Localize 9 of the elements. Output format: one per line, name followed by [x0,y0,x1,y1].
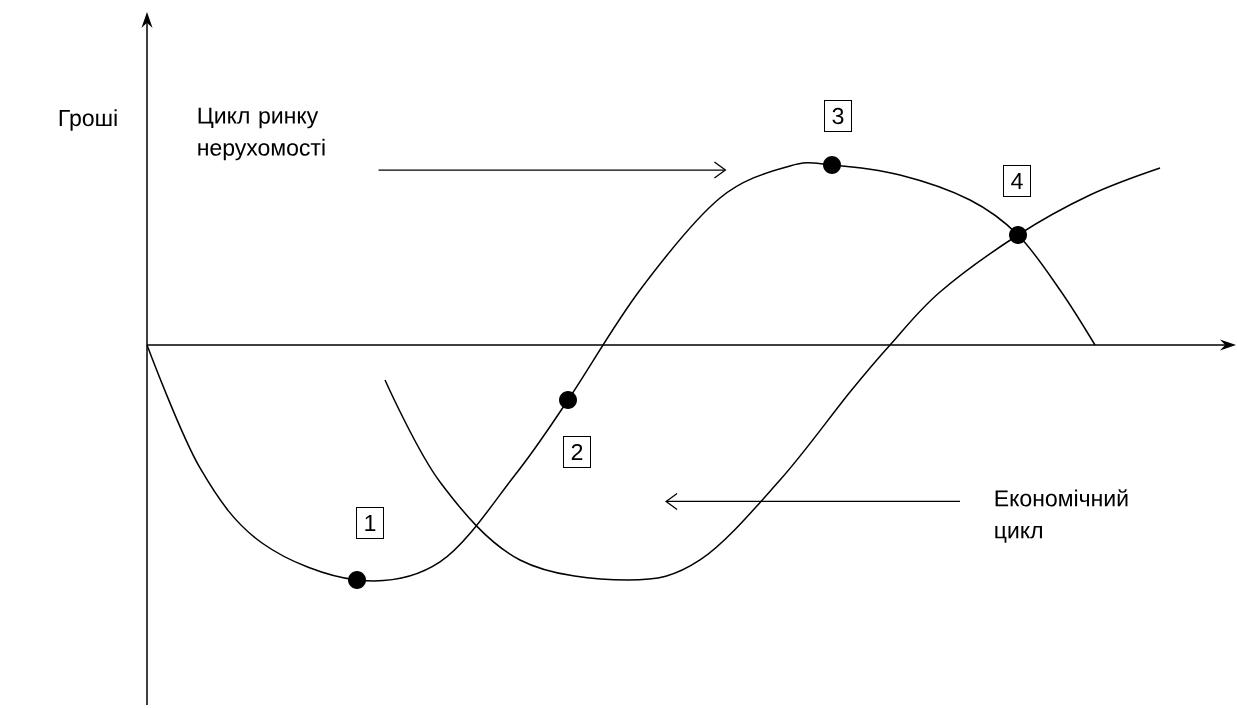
number-box: 4 [1003,165,1031,197]
curve-label: Економічний цикл [995,489,1128,543]
number-box: 1 [356,507,384,539]
arrow [377,161,727,179]
arrow [665,492,961,511]
axis-label: Гроші [59,109,117,131]
number-box: 3 [824,100,852,132]
curve-label: Цикл ринку нерухомості [198,107,325,161]
number-box: 2 [563,436,591,468]
